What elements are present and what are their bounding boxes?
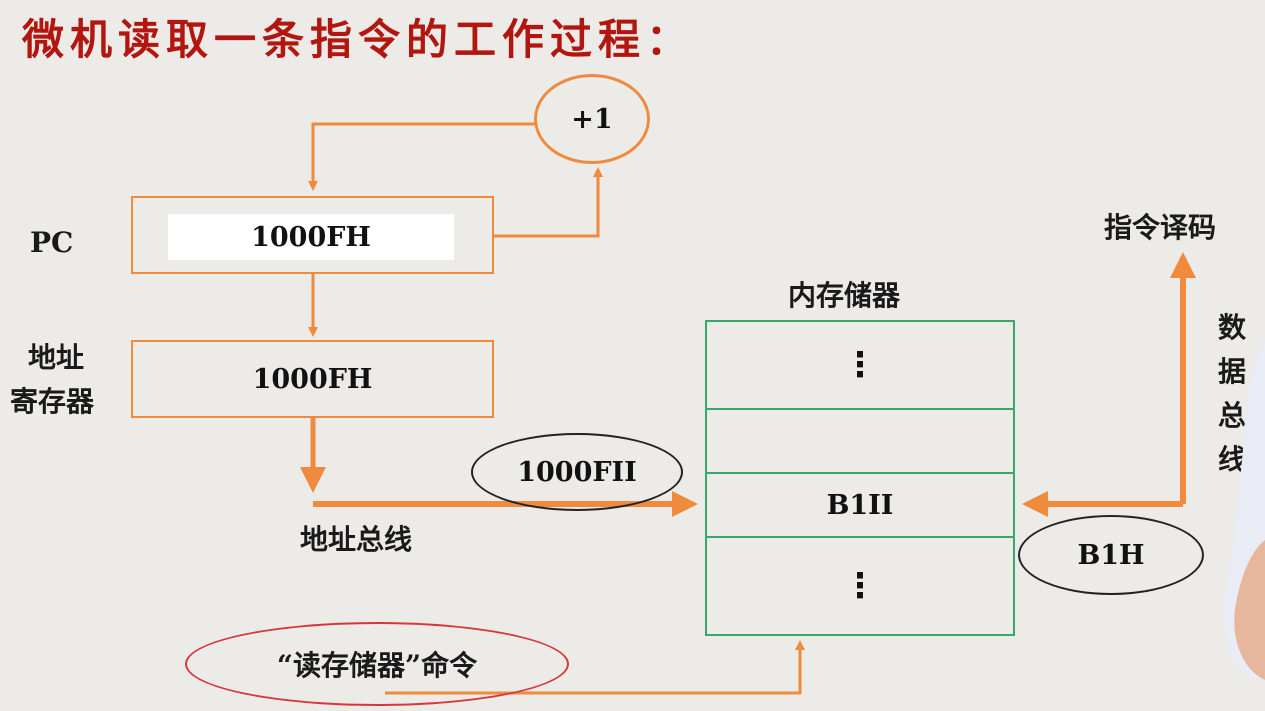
memory-block: ⋮ B1II ⋮ <box>705 320 1015 636</box>
data-bus-char: 数 <box>1217 311 1246 344</box>
memory-cell-value: B1II <box>826 489 894 521</box>
pc-value: 1000FH <box>251 221 371 253</box>
address-register-label-line2: 寄存器 <box>10 385 95 418</box>
memory-label: 内存储器 <box>788 279 901 312</box>
address-bus-label: 地址总线 <box>300 523 413 556</box>
memory-cell: ⋮ <box>707 536 1013 634</box>
address-register-value: 1000FH <box>252 363 373 395</box>
address-register: 1000FH <box>131 340 494 418</box>
pc-register <box>131 196 494 274</box>
presenter-figure <box>1224 340 1265 680</box>
read-command-wire <box>385 640 805 695</box>
memory-cell: ⋮ <box>707 322 1013 408</box>
data-bus-value: B1H <box>1077 539 1145 571</box>
data-bus-label: 数 据 总 线 <box>1212 306 1252 482</box>
increment-to-pc-wire <box>308 122 535 191</box>
ellipsis-icon: ⋮ <box>843 345 877 385</box>
address-bus-value: 1000FII <box>517 456 637 488</box>
page-title: 微机读取一条指令的工作过程： <box>22 15 695 64</box>
pc-label: PC <box>30 226 74 259</box>
ellipsis-icon: ⋮ <box>843 566 877 606</box>
increment-label: +1 <box>571 103 613 135</box>
pc-to-increment-wire <box>494 167 603 238</box>
address-register-label-line1: 地址 <box>28 341 85 374</box>
data-bus-value-ellipse: B1H <box>1018 515 1204 595</box>
address-bus-value-ellipse: 1000FII <box>471 433 683 511</box>
memory-cell <box>707 408 1013 472</box>
read-command-label: “读存储器”命令 <box>276 649 478 682</box>
read-command-ellipse: “读存储器”命令 <box>185 622 569 706</box>
pc-value-field: 1000FH <box>168 214 454 260</box>
decode-label: 指令译码 <box>1104 211 1217 244</box>
data-bus-char: 据 <box>1217 355 1246 388</box>
data-bus-char: 总 <box>1217 399 1246 432</box>
increment-circle: +1 <box>534 74 650 164</box>
memory-cell-target: B1II <box>707 472 1013 536</box>
